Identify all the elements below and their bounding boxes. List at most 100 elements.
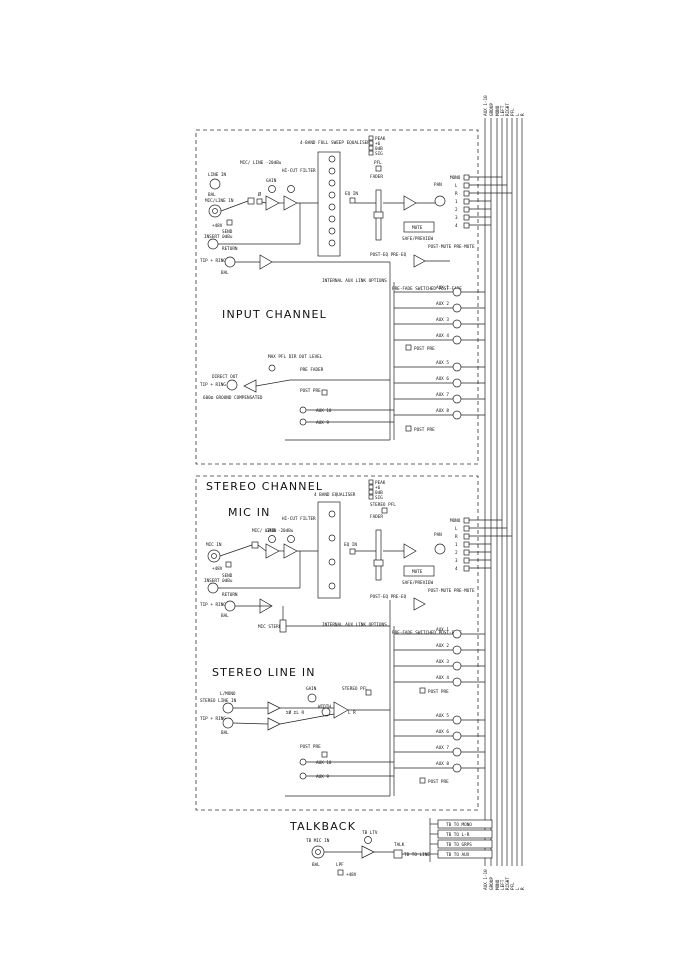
stereo-mute-button xyxy=(403,565,435,577)
mic-line-in-label: MIC/LINE IN xyxy=(205,198,234,204)
talkback-section: TALKBACK TB MIC IN BAL LPF +48V TB LTV T… xyxy=(289,818,493,878)
pan-label: PAN xyxy=(434,532,442,538)
bal-label: BAL xyxy=(221,270,229,276)
mic-stereo-label: MIC STEREO xyxy=(258,624,284,630)
route-label: MONO xyxy=(450,518,461,524)
xlr-line-in-icon xyxy=(209,178,221,190)
route-label: 1 xyxy=(455,542,458,548)
mic-line-switch-label: MIC/ LINE -20dBu xyxy=(252,528,294,534)
bus-rails xyxy=(484,118,523,866)
bus-labels-top: AUX 1-10 GROUP MONO LEFT RIGHT PFL L R xyxy=(483,95,526,116)
aux10-label: AUX 10 xyxy=(316,760,332,766)
return-label: RETURN xyxy=(222,592,238,598)
eq-title: 4-BAND FULL SWEEP EQUALISER xyxy=(300,140,370,146)
safe-preview-label: SAFE/PREVIEW xyxy=(402,236,433,242)
aux-label: AUX 4 xyxy=(436,333,449,339)
mic-in-title: MIC IN xyxy=(228,506,271,519)
mic-line-switch-icon xyxy=(247,197,255,205)
lr-label: L R xyxy=(348,710,356,716)
bal-label: BAL xyxy=(312,862,320,868)
peak-label: PEAK xyxy=(375,480,386,486)
bal-label: BAL xyxy=(221,730,229,736)
bal-label: BAL xyxy=(221,613,229,619)
input-channel-section: PEAK +6 0dB SIG 4-BAND FULL SWEEP EQUALI… xyxy=(195,129,512,465)
peak-label: SIG xyxy=(375,495,383,501)
phase-label: Ø xyxy=(258,191,261,198)
route-label: 4 xyxy=(455,223,458,229)
gain-label: GAIN xyxy=(306,686,317,692)
stereo-channel-border xyxy=(195,475,479,811)
lpf-label: LPF xyxy=(336,862,344,868)
post-pre-label: POST PRE xyxy=(300,388,321,394)
hicut-label: HI-CUT FILTER xyxy=(282,516,316,522)
direct-note-label: 600Ω GROUND COMPENSATED xyxy=(203,395,263,401)
bus-label: MONO xyxy=(495,105,501,116)
eq-in-switch xyxy=(349,197,356,204)
pfl-switch xyxy=(375,165,382,172)
stereo-aux-sends-5-8: AUX 5 AUX 6 AUX 7 AUX 8 POST PRE xyxy=(394,713,485,785)
gain-knob-icon xyxy=(268,185,276,193)
peak-label: SIG xyxy=(375,151,383,157)
mute-button xyxy=(403,221,435,233)
stereo-aux-sends-1-4: AUX 1 AUX 2 AUX 3 AUX 4 POST PRE xyxy=(394,627,485,695)
stereo-pfl-label: STEREO PFL xyxy=(342,686,368,692)
pfl-label: PFL xyxy=(374,160,382,166)
bus-label: AUX 1-10 xyxy=(483,95,489,116)
bus-label: RIGHT xyxy=(505,877,511,890)
route-label: MONO xyxy=(450,175,461,181)
route-label: R xyxy=(455,191,458,197)
ring-label: TIP + RING = xyxy=(200,382,231,388)
aux-label: AUX 6 xyxy=(436,729,449,735)
aux-opts2-label: PRE-FADE SWITCHED POST-FADE xyxy=(392,630,462,636)
bus-label: LEFT xyxy=(500,105,506,116)
input-channel-border xyxy=(195,129,479,465)
aux-label: AUX 8 xyxy=(436,761,449,767)
stereo-peak-meter: PEAK +6 0dB SIG xyxy=(368,479,386,501)
width-label: WIDTH xyxy=(318,704,331,710)
mute-label: MUTE xyxy=(412,225,423,231)
route-label: L xyxy=(455,526,458,532)
aux-label: AUX 2 xyxy=(436,301,449,307)
aux-opts2-label: PRE-FADE SWITCHED POST-FADE xyxy=(392,286,462,292)
aux-sends-1-4: AUX 1 AUX 2 AUX 3 AUX 4 POST PRE xyxy=(394,285,485,352)
pre-fader-label: PRE FADER xyxy=(300,367,324,373)
fader-label: FADER xyxy=(370,514,383,520)
line-in-label: LINE IN xyxy=(208,172,227,178)
tb-route-label: TB TO MONO xyxy=(446,822,472,828)
peak-label: 0dB xyxy=(375,490,383,496)
talk-button xyxy=(393,849,403,859)
tb-phantom-label: +48V xyxy=(346,872,357,878)
post-pre-label: POST PRE xyxy=(300,744,321,750)
bus-label: LEFT xyxy=(500,879,506,890)
peak-label: 0dB xyxy=(375,146,383,152)
aux-label: AUX 1 xyxy=(436,285,449,291)
swap-label: ΣØ ΣL R xyxy=(286,709,305,716)
stereo-channel-title: STEREO CHANNEL xyxy=(206,480,323,493)
insert-label: INSERT 0dBu xyxy=(204,578,233,584)
route-buttons: MONO L R 1 2 3 4 xyxy=(450,174,512,229)
phantom-label: +48V xyxy=(212,566,223,572)
send-label: SEND xyxy=(222,573,233,579)
mic-in-label: MIC IN xyxy=(206,542,222,548)
route-label: 1 xyxy=(455,199,458,205)
tb-route-label: TB TO AUX xyxy=(446,852,470,858)
bus-label: MONO xyxy=(495,879,501,890)
gain-label: GAIN xyxy=(266,178,277,184)
gain-label: GAIN xyxy=(266,528,277,534)
bus-label: GROUP xyxy=(489,877,495,890)
aux-label: AUX 7 xyxy=(436,392,449,398)
mute-label: MUTE xyxy=(412,569,423,575)
aux-label: AUX 4 xyxy=(436,675,449,681)
talkback-title: TALKBACK xyxy=(289,820,356,833)
bus-label: L xyxy=(515,887,521,890)
aux9-label: AUX 9 xyxy=(316,420,329,426)
preamp-icon xyxy=(265,195,280,211)
tb-route-label: TB TO L-R xyxy=(446,832,470,838)
bal-label: BAL xyxy=(208,192,216,198)
phantom-switch-icon xyxy=(226,219,233,226)
send-label: SEND xyxy=(222,229,233,235)
stereo-pfl-label: STEREO PFL xyxy=(370,502,396,508)
post-pre-label: POST PRE xyxy=(414,346,435,352)
route-label: L xyxy=(455,183,458,189)
